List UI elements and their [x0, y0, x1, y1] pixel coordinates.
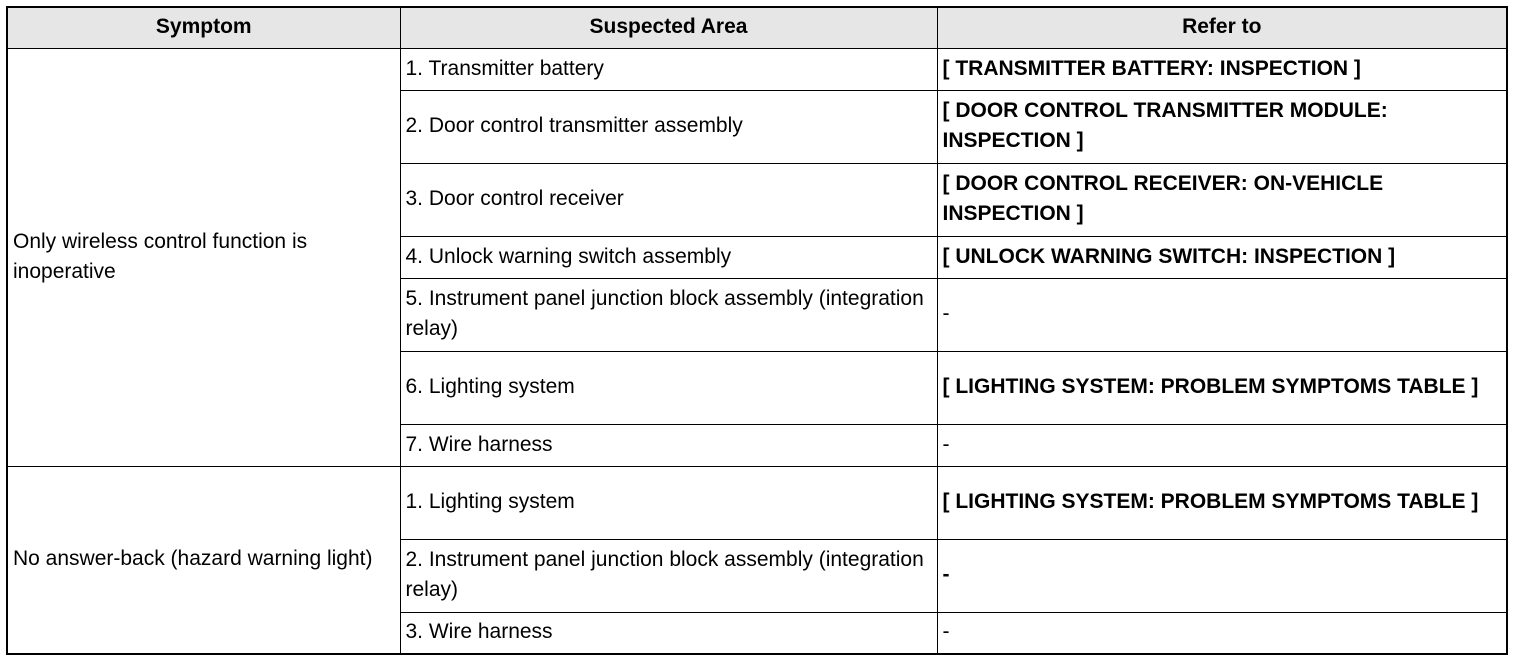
- table-header-row: Symptom Suspected Area Refer to: [6, 6, 1508, 49]
- suspected-area-cell: 5. Instrument panel junction block assem…: [399, 277, 938, 352]
- suspected-area-cell: 1. Lighting system: [399, 465, 938, 540]
- suspected-area-cell: 2. Instrument panel junction block assem…: [399, 538, 938, 613]
- header-suspected-area: Suspected Area: [399, 6, 938, 49]
- problem-symptoms-table: Symptom Suspected Area Refer to Only wir…: [6, 6, 1508, 655]
- refer-to-link[interactable]: [ LIGHTING SYSTEM: PROBLEM SYMPTOMS TABL…: [936, 350, 1508, 425]
- table-row: 4. Unlock warning switch assembly [ UNLO…: [7, 235, 1508, 279]
- refer-to-link[interactable]: [ LIGHTING SYSTEM: PROBLEM SYMPTOMS TABL…: [936, 465, 1508, 540]
- table-row: 2. Instrument panel junction block assem…: [7, 538, 1508, 613]
- table-row: 7. Wire harness -: [7, 423, 1508, 467]
- suspected-area-cell: 3. Wire harness: [399, 611, 938, 655]
- refer-to-link[interactable]: [ DOOR CONTROL TRANSMITTER MODULE: INSPE…: [936, 89, 1508, 164]
- header-refer-to: Refer to: [936, 6, 1508, 49]
- suspected-area-cell: 3. Door control receiver: [399, 162, 938, 237]
- refer-to-cell: -: [936, 538, 1508, 613]
- refer-to-cell: -: [936, 611, 1508, 655]
- refer-to-link[interactable]: [ DOOR CONTROL RECEIVER: ON-VEHICLE INSP…: [936, 162, 1508, 237]
- refer-to-link[interactable]: [ UNLOCK WARNING SWITCH: INSPECTION ]: [936, 235, 1508, 279]
- table-row: 5. Instrument panel junction block assem…: [7, 277, 1508, 352]
- suspected-area-cell: 6. Lighting system: [399, 350, 938, 425]
- symptom-cell: Only wireless control function is inoper…: [6, 47, 401, 467]
- suspected-area-cell: 2. Door control transmitter assembly: [399, 89, 938, 164]
- symptom-cell: No answer-back (hazard warning light): [6, 465, 401, 655]
- table-row: 6. Lighting system [ LIGHTING SYSTEM: PR…: [7, 350, 1508, 425]
- refer-to-cell: -: [936, 423, 1508, 467]
- table-row: No answer-back (hazard warning light) 1.…: [6, 465, 1508, 655]
- table-row: 2. Door control transmitter assembly [ D…: [7, 89, 1508, 164]
- suspected-area-cell: 7. Wire harness: [399, 423, 938, 467]
- suspected-area-cell: 4. Unlock warning switch assembly: [399, 235, 938, 279]
- header-symptom: Symptom: [6, 6, 401, 49]
- refer-to-cell: -: [936, 277, 1508, 352]
- table-row: 3. Door control receiver [ DOOR CONTROL …: [7, 162, 1508, 237]
- table-row: Only wireless control function is inoper…: [6, 47, 1508, 467]
- table-row: 3. Wire harness -: [7, 611, 1508, 655]
- refer-to-link[interactable]: [ TRANSMITTER BATTERY: INSPECTION ]: [936, 47, 1508, 91]
- suspected-area-cell: 1. Transmitter battery: [399, 47, 938, 91]
